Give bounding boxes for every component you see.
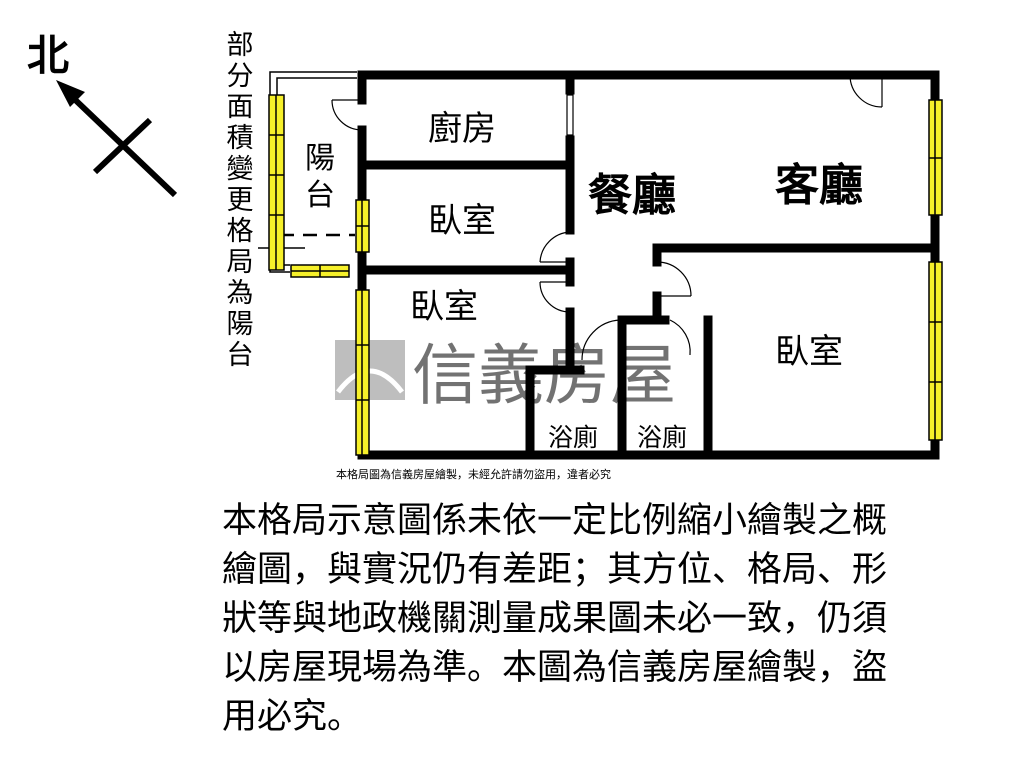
side-note-char: 更 bbox=[226, 185, 254, 216]
side-note-char: 分 bbox=[226, 61, 254, 92]
room-bedroom-3: 臥室 bbox=[775, 332, 843, 372]
room-bathroom-1: 浴廁 bbox=[548, 423, 598, 452]
side-note-char: 積 bbox=[226, 123, 254, 154]
disclaimer-line: 本格局示意圖係未依一定比例縮小繪製之概 bbox=[222, 501, 888, 541]
doors bbox=[331, 74, 883, 361]
side-note-char: 為 bbox=[226, 278, 254, 309]
watermark-brand: 信義房屋 bbox=[412, 337, 676, 414]
area-change-note: 部 分 面 積 變 更 格 局 為 陽 台 bbox=[222, 30, 258, 371]
room-living: 客廳 bbox=[775, 160, 863, 211]
side-note-char: 格 bbox=[226, 216, 254, 247]
room-balcony-line2: 台 bbox=[305, 178, 335, 213]
side-note-char: 局 bbox=[226, 247, 254, 278]
side-note-char: 部 bbox=[226, 30, 254, 61]
walls bbox=[357, 70, 940, 460]
room-bathroom-2: 浴廁 bbox=[637, 423, 687, 452]
north-label: 北 bbox=[27, 31, 69, 80]
room-bedroom-2: 臥室 bbox=[410, 287, 478, 327]
side-note-char: 台 bbox=[226, 340, 254, 371]
disclaimer-line: 狀等與地政機關測量成果圖未必一致，仍須 bbox=[222, 599, 888, 639]
room-kitchen: 廚房 bbox=[428, 109, 496, 149]
disclaimer-line: 用必究。 bbox=[222, 697, 363, 737]
side-note-char: 陽 bbox=[226, 309, 254, 340]
room-balcony-line1: 陽 bbox=[305, 141, 335, 176]
north-arrow-icon bbox=[56, 80, 85, 107]
watermark-logo: 信義房屋 bbox=[335, 337, 676, 414]
room-bedroom-1: 臥室 bbox=[428, 201, 496, 241]
watermark-notice: 本格局圖為信義房屋繪製，未經允許請勿盜用，違者必究 bbox=[336, 467, 611, 481]
side-note-char: 變 bbox=[226, 154, 254, 185]
compass: 北 bbox=[27, 31, 178, 198]
side-note-char: 面 bbox=[226, 92, 254, 123]
windows bbox=[268, 94, 943, 456]
room-dining: 餐廳 bbox=[588, 170, 676, 221]
disclaimer-line: 以房屋現場為準。本圖為信義房屋繪製，盜 bbox=[222, 648, 888, 688]
disclaimer-line: 繪圖，與實況仍有差距；其方位、格局、形 bbox=[222, 550, 888, 590]
disclaimer: 本格局示意圖係未依一定比例縮小繪製之概 繪圖，與實況仍有差距；其方位、格局、形 … bbox=[222, 497, 1012, 742]
